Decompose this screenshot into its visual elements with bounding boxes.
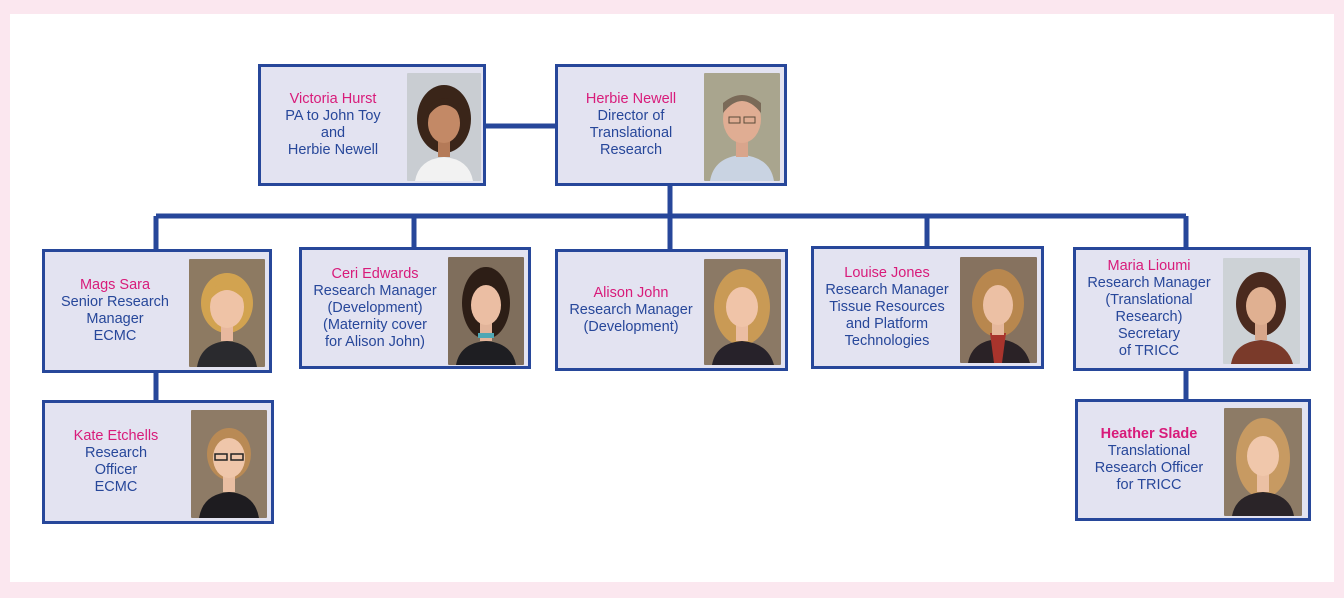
role-line: for Alison John) — [325, 333, 425, 350]
portrait-photo — [189, 259, 265, 367]
node-label: Maria Lioumi Research Manager (Translati… — [1076, 250, 1222, 368]
role-line: Tissue Resources — [829, 299, 945, 315]
portrait-photo — [1223, 258, 1300, 364]
person-name: Kate Etchells — [73, 428, 159, 444]
role-line: Secretary — [1117, 326, 1181, 342]
person-name: Ceri Edwards — [331, 265, 419, 282]
portrait-photo — [960, 257, 1037, 363]
role-line: Research) — [1115, 309, 1183, 325]
role-line: ECMC — [93, 328, 137, 344]
node-heather-slade: Heather Slade Translational Research Off… — [1075, 399, 1311, 521]
node-mags-sara: Mags Sara Senior Research Manager ECMC — [42, 249, 272, 373]
portrait-photo — [407, 73, 481, 181]
node-label: Herbie Newell Director of Translational … — [558, 67, 704, 183]
role-line: (Maternity cover — [323, 316, 427, 333]
role-line: Director of — [597, 108, 665, 124]
person-name: Victoria Hurst — [289, 91, 377, 107]
node-alison-john: Alison John Research Manager (Developmen… — [555, 249, 788, 371]
role-line: PA to John Toy — [285, 108, 381, 124]
role-line: Research — [84, 445, 148, 461]
role-line: Officer — [94, 462, 138, 478]
role-line: Translational — [589, 125, 673, 141]
node-victoria-hurst: Victoria Hurst PA to John Toy and Herbie… — [258, 64, 486, 186]
node-kate-etchells: Kate Etchells Research Officer ECMC — [42, 400, 274, 524]
person-name: Herbie Newell — [585, 91, 677, 107]
role-line: ECMC — [94, 479, 138, 495]
portrait-photo — [704, 259, 781, 365]
node-label: Louise Jones Research Manager Tissue Res… — [814, 249, 960, 366]
portrait-photo — [1224, 408, 1302, 516]
role-line: Technologies — [844, 333, 930, 349]
role-line: Research Manager — [825, 282, 949, 298]
person-name: Alison John — [593, 284, 669, 301]
portrait-photo — [448, 257, 524, 365]
node-louise-jones: Louise Jones Research Manager Tissue Res… — [811, 246, 1044, 369]
node-label: Ceri Edwards Research Manager (Developme… — [302, 250, 448, 366]
role-line: Research Officer — [1094, 460, 1204, 476]
node-label: Mags Sara Senior Research Manager ECMC — [45, 252, 185, 370]
person-name: Heather Slade — [1100, 426, 1198, 442]
person-name: Mags Sara — [79, 277, 151, 293]
role-line: for TRICC — [1116, 477, 1182, 493]
node-herbie-newell: Herbie Newell Director of Translational … — [555, 64, 787, 186]
portrait-photo — [704, 73, 780, 181]
role-line: and — [320, 125, 346, 141]
role-line: Research Manager — [1087, 275, 1211, 291]
role-line: Research Manager — [313, 282, 437, 299]
node-ceri-edwards: Ceri Edwards Research Manager (Developme… — [299, 247, 531, 369]
role-line: and Platform — [845, 316, 929, 332]
role-line: Research Manager — [569, 301, 693, 318]
role-line: Senior Research — [61, 294, 169, 310]
person-name: Louise Jones — [844, 265, 930, 281]
node-label: Kate Etchells Research Officer ECMC — [45, 403, 187, 521]
role-line: Manager — [86, 311, 144, 327]
node-label: Victoria Hurst PA to John Toy and Herbie… — [261, 67, 405, 183]
role-line: (Translational — [1105, 292, 1193, 308]
portrait-photo — [191, 410, 267, 518]
role-line: Translational — [1107, 443, 1191, 459]
role-line: of TRICC — [1118, 343, 1180, 359]
role-line: Herbie Newell — [287, 142, 379, 158]
role-line: (Development) — [583, 318, 679, 335]
role-line: (Development) — [327, 299, 423, 316]
node-label: Alison John Research Manager (Developmen… — [558, 252, 704, 368]
role-line: Research — [599, 142, 663, 158]
person-name: Maria Lioumi — [1107, 258, 1191, 274]
node-maria-lioumi: Maria Lioumi Research Manager (Translati… — [1073, 247, 1311, 371]
node-label: Heather Slade Translational Research Off… — [1078, 402, 1220, 518]
